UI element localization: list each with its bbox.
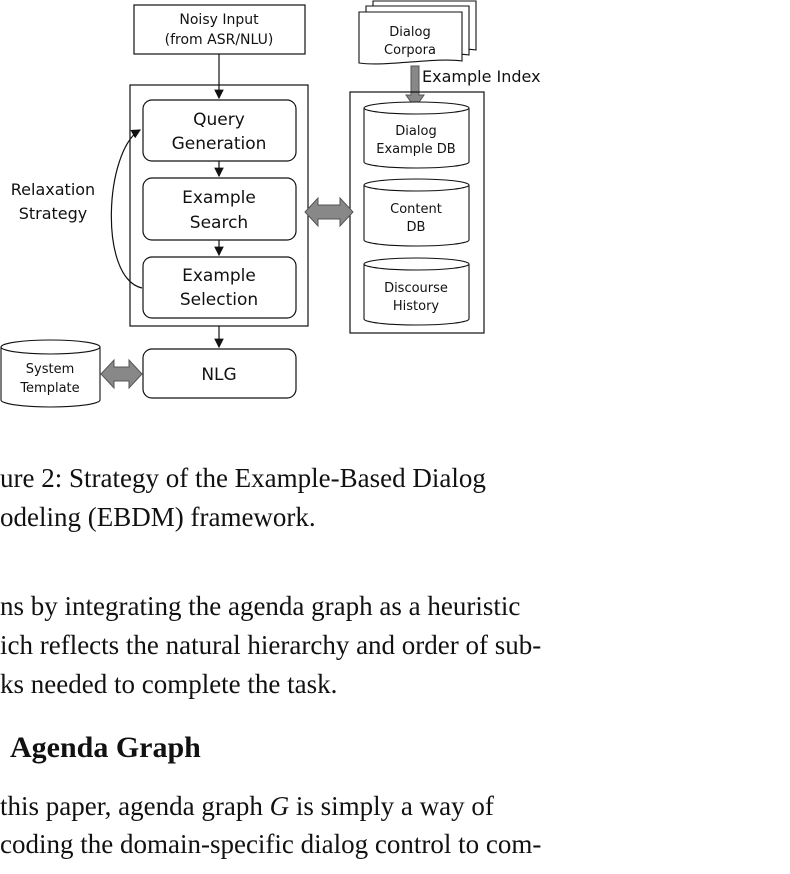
relaxation-loop-arrow [110,129,143,289]
relaxation-label-2: Strategy [19,204,88,223]
line-4-after: is simply a way of [289,791,494,821]
body-text-line-1: ns by integrating the agenda graph as a … [0,591,521,621]
query-generation-box: Query Generation [142,99,297,162]
agenda-graph-variable: G [269,791,290,821]
body-text-line-5: coding the domain-specific dialog contro… [0,829,542,859]
template-double-arrow [100,358,143,390]
dialog-example-db-label-2: Example DB [376,142,455,157]
dialog-corpora-icon: Dialog Corpora [358,0,477,65]
content-db-label-2: DB [407,220,426,235]
nlg-box: NLG [142,348,297,399]
dialog-example-db-label-1: Dialog [395,124,436,139]
body-text-line-4: this paper, agenda graph G is simply a w… [0,791,494,822]
dialog-corpora-label-1: Dialog [389,25,430,40]
discourse-history-cylinder: Discourse History [363,257,470,326]
example-search-label-1: Example [182,188,256,208]
example-selection-box: Example Selection [142,256,297,319]
system-template-cylinder: System Template [0,339,101,408]
example-search-box: Example Search [142,177,297,241]
noisy-input-label: Noisy Input [179,12,259,28]
noisy-input-box: Noisy Input (from ASR/NLU) [133,4,306,55]
ebdm-framework-diagram: Noisy Input (from ASR/NLU) Query Generat… [0,0,541,408]
content-db-cylinder: Content DB [363,178,470,247]
example-index-label: Example Index [422,67,541,86]
system-template-label-1: System [26,362,74,377]
relaxation-label-1: Relaxation [11,180,95,199]
section-heading: Agenda Graph [10,731,201,764]
db-double-arrow [304,196,354,228]
system-template-label-2: Template [19,381,79,396]
discourse-history-label-1: Discourse [384,281,448,296]
example-search-label-2: Search [190,213,248,233]
line-4-before: this paper, agenda graph [0,791,270,821]
dialog-example-db-cylinder: Dialog Example DB [363,101,470,169]
body-text-line-2: ich reflects the natural hierarchy and o… [0,630,542,660]
figure-caption-line-2: odeling (EBDM) framework. [0,502,316,532]
dialog-corpora-label-2: Corpora [384,43,436,58]
nlg-label: NLG [201,365,236,385]
body-text-line-3: ks needed to complete the task. [0,669,338,699]
query-generation-label-1: Query [193,110,245,130]
query-generation-label-2: Generation [172,134,267,154]
example-selection-label-1: Example [182,266,256,286]
content-db-label-1: Content [390,202,442,217]
noisy-input-source: (from ASR/NLU) [165,32,274,48]
example-selection-label-2: Selection [180,290,258,310]
discourse-history-label-2: History [393,299,440,314]
figure-caption-line-1: ure 2: Strategy of the Example-Based Dia… [0,463,486,493]
